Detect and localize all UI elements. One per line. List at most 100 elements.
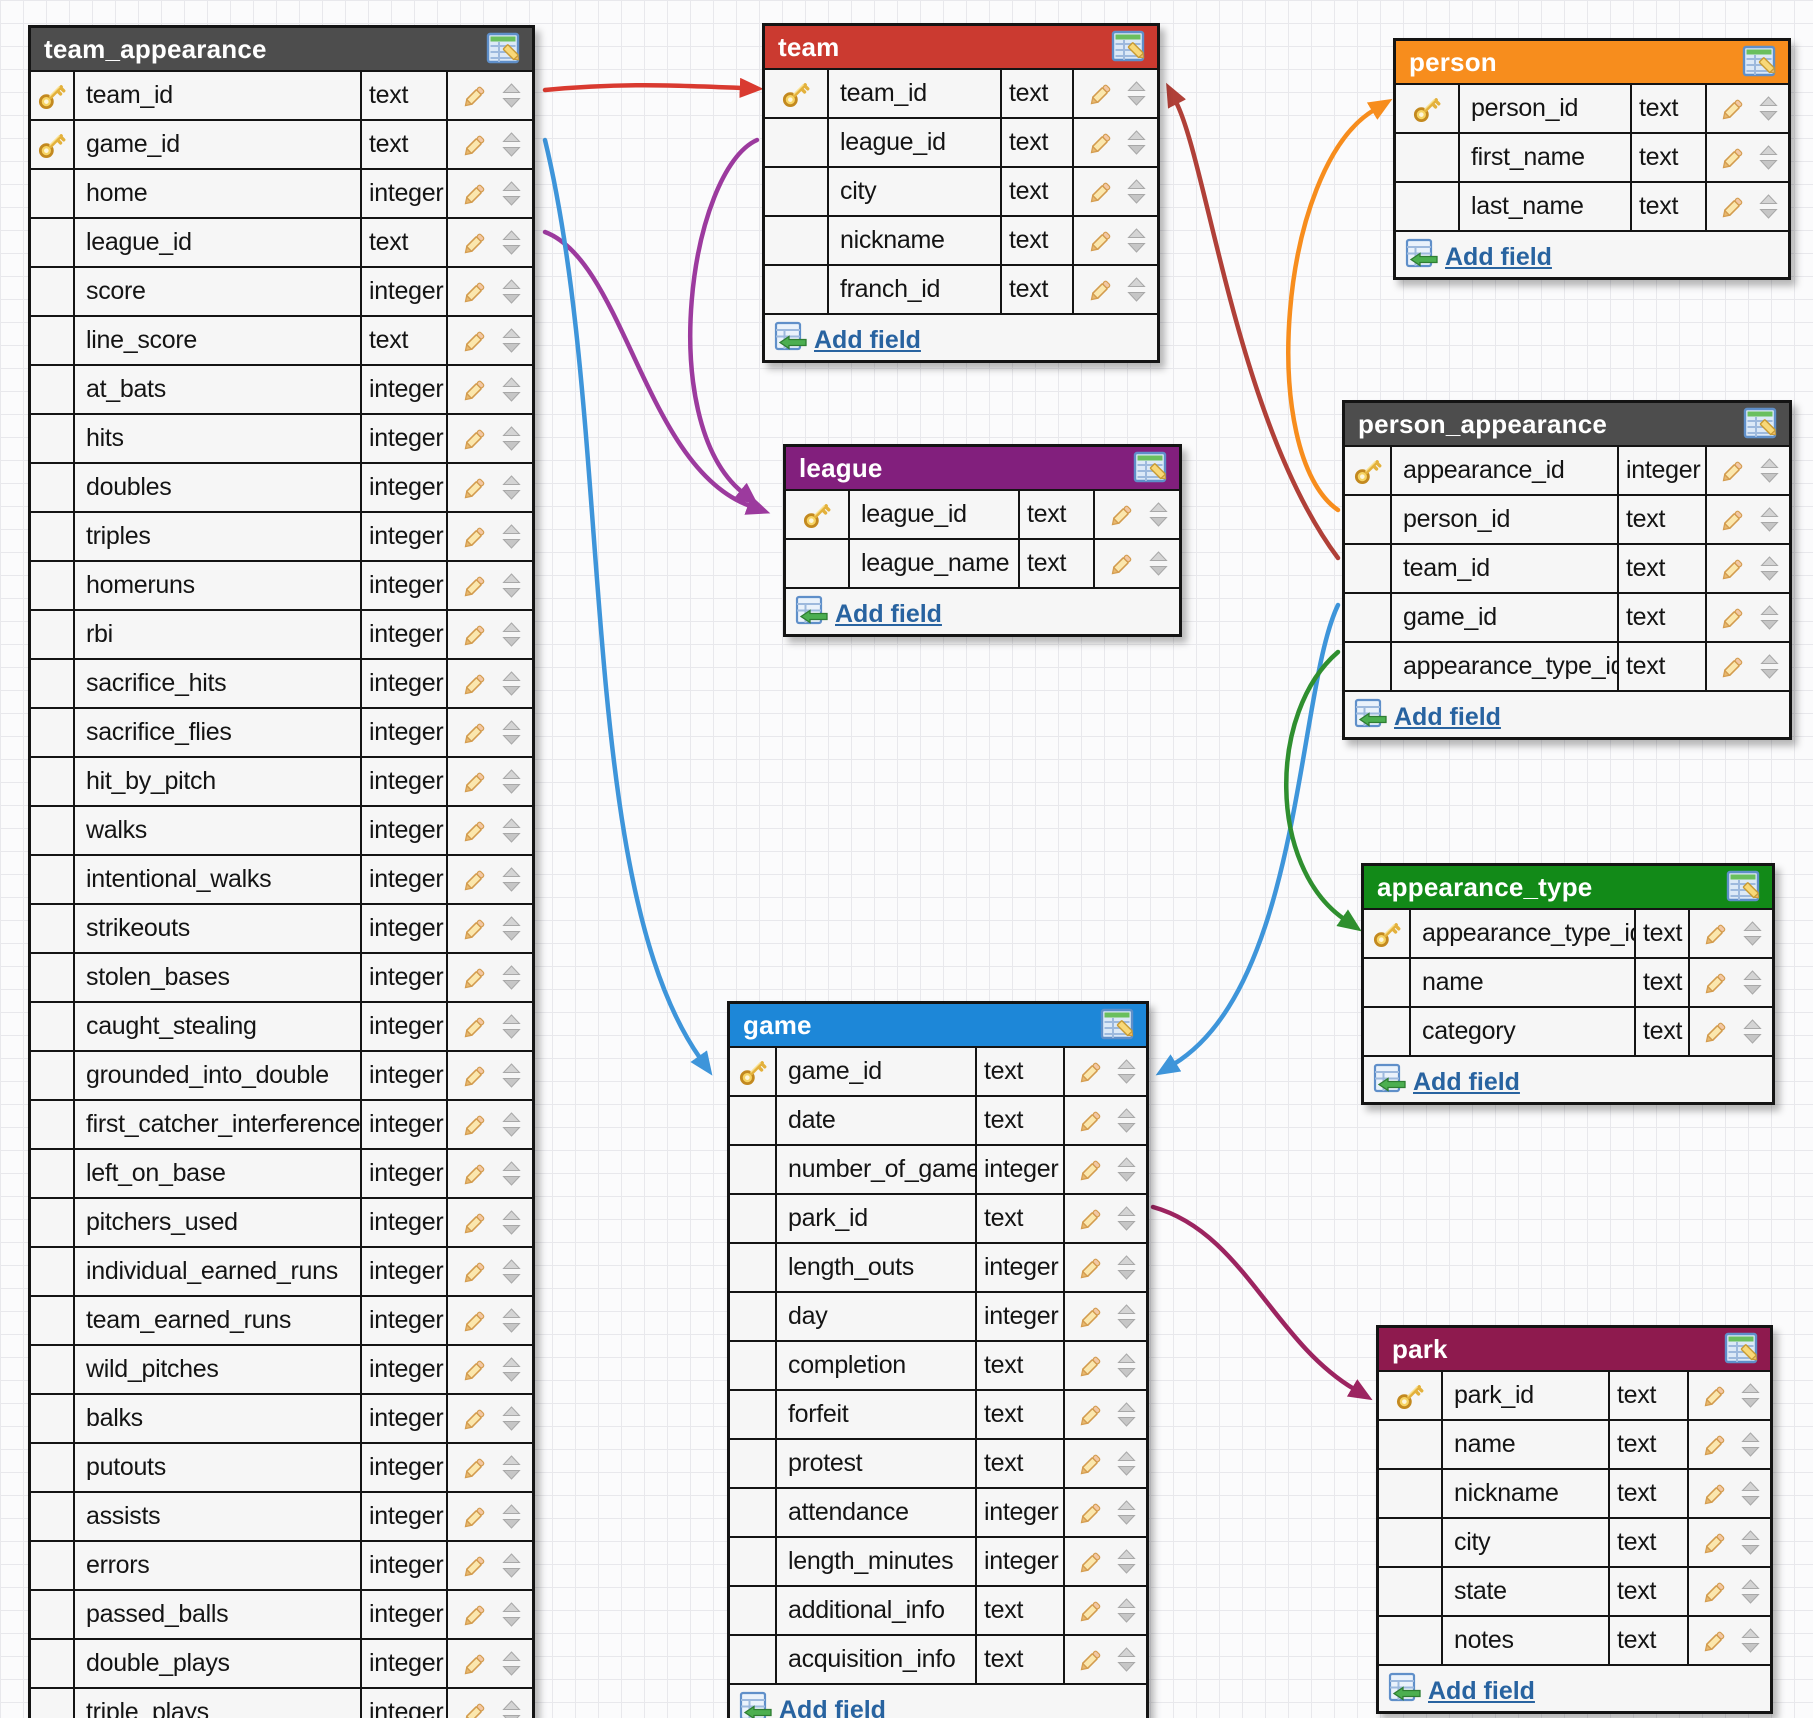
pencil-icon[interactable] — [1085, 78, 1117, 110]
pencil-icon[interactable] — [1075, 1497, 1107, 1529]
sort-arrows-icon[interactable] — [502, 1650, 521, 1677]
pencil-icon[interactable] — [459, 325, 491, 357]
sort-arrows-icon[interactable] — [1117, 1646, 1136, 1673]
sort-arrows-icon[interactable] — [1759, 653, 1779, 680]
sort-arrows-icon[interactable] — [1759, 555, 1779, 582]
pencil-icon[interactable] — [459, 1354, 491, 1386]
sort-arrows-icon[interactable] — [502, 278, 521, 305]
sort-arrows-icon[interactable] — [1742, 969, 1762, 996]
pencil-icon[interactable] — [1717, 142, 1749, 174]
pencil-icon[interactable] — [459, 1207, 491, 1239]
table-header-appearance_type[interactable]: appearance_type — [1364, 866, 1772, 908]
pencil-icon[interactable] — [459, 1305, 491, 1337]
sort-arrows-icon[interactable] — [502, 1503, 521, 1530]
pencil-icon[interactable] — [1717, 553, 1749, 585]
sort-arrows-icon[interactable] — [502, 915, 521, 942]
sort-arrows-icon[interactable] — [1117, 1401, 1136, 1428]
sort-arrows-icon[interactable] — [502, 523, 521, 550]
edit-table-icon[interactable] — [1743, 407, 1781, 441]
pencil-icon[interactable] — [459, 1011, 491, 1043]
pencil-icon[interactable] — [1085, 127, 1117, 159]
pencil-icon[interactable] — [459, 374, 491, 406]
pencil-icon[interactable] — [459, 472, 491, 504]
pencil-icon[interactable] — [459, 864, 491, 896]
sort-arrows-icon[interactable] — [1741, 1529, 1760, 1556]
add-field-link[interactable]: Add field — [774, 321, 921, 355]
pencil-icon[interactable] — [1700, 967, 1732, 999]
sort-arrows-icon[interactable] — [502, 82, 521, 109]
pencil-icon[interactable] — [459, 717, 491, 749]
sort-arrows-icon[interactable] — [1127, 178, 1146, 205]
pencil-icon[interactable] — [459, 1452, 491, 1484]
table-header-park[interactable]: park — [1379, 1328, 1770, 1370]
sort-arrows-icon[interactable] — [502, 572, 521, 599]
sort-arrows-icon[interactable] — [502, 1258, 521, 1285]
sort-arrows-icon[interactable] — [502, 768, 521, 795]
sort-arrows-icon[interactable] — [502, 1209, 521, 1236]
pencil-icon[interactable] — [1075, 1252, 1107, 1284]
pencil-icon[interactable] — [459, 913, 491, 945]
sort-arrows-icon[interactable] — [502, 1307, 521, 1334]
pencil-icon[interactable] — [1699, 1625, 1731, 1657]
sort-arrows-icon[interactable] — [1117, 1352, 1136, 1379]
add-field-link[interactable]: Add field — [795, 595, 942, 629]
pencil-icon[interactable] — [459, 962, 491, 994]
sort-arrows-icon[interactable] — [502, 1356, 521, 1383]
sort-arrows-icon[interactable] — [1117, 1450, 1136, 1477]
sort-arrows-icon[interactable] — [1117, 1303, 1136, 1330]
sort-arrows-icon[interactable] — [1127, 129, 1146, 156]
pencil-icon[interactable] — [1075, 1105, 1107, 1137]
sort-arrows-icon[interactable] — [502, 425, 521, 452]
sort-arrows-icon[interactable] — [502, 964, 521, 991]
pencil-icon[interactable] — [459, 1158, 491, 1190]
add-field-link[interactable]: Add field — [739, 1691, 886, 1718]
pencil-icon[interactable] — [459, 1501, 491, 1533]
sort-arrows-icon[interactable] — [502, 327, 521, 354]
sort-arrows-icon[interactable] — [1742, 1018, 1762, 1045]
sort-arrows-icon[interactable] — [502, 1699, 521, 1718]
pencil-icon[interactable] — [459, 1060, 491, 1092]
sort-arrows-icon[interactable] — [502, 180, 521, 207]
pencil-icon[interactable] — [459, 521, 491, 553]
add-field-table-icon[interactable] — [1354, 698, 1388, 729]
pencil-icon[interactable] — [1085, 225, 1117, 257]
sort-arrows-icon[interactable] — [1127, 80, 1146, 107]
sort-arrows-icon[interactable] — [502, 1454, 521, 1481]
sort-arrows-icon[interactable] — [502, 1405, 521, 1432]
edit-table-icon[interactable] — [1111, 30, 1149, 64]
sort-arrows-icon[interactable] — [1117, 1156, 1136, 1183]
pencil-icon[interactable] — [459, 1550, 491, 1582]
pencil-icon[interactable] — [459, 570, 491, 602]
pencil-icon[interactable] — [459, 129, 491, 161]
sort-arrows-icon[interactable] — [1117, 1107, 1136, 1134]
pencil-icon[interactable] — [1699, 1576, 1731, 1608]
pencil-icon[interactable] — [459, 815, 491, 847]
add-field-link[interactable]: Add field — [1373, 1063, 1520, 1097]
table-header-team_appearance[interactable]: team_appearance — [31, 28, 532, 70]
table-header-game[interactable]: game — [730, 1004, 1146, 1046]
sort-arrows-icon[interactable] — [502, 1111, 521, 1138]
edit-table-icon[interactable] — [486, 32, 524, 66]
pencil-icon[interactable] — [1075, 1350, 1107, 1382]
edit-table-icon[interactable] — [1724, 1332, 1762, 1366]
sort-arrows-icon[interactable] — [1127, 276, 1146, 303]
pencil-icon[interactable] — [459, 766, 491, 798]
edit-table-icon[interactable] — [1100, 1008, 1138, 1042]
pencil-icon[interactable] — [1075, 1301, 1107, 1333]
add-field-link[interactable]: Add field — [1388, 1672, 1535, 1706]
pencil-icon[interactable] — [1075, 1595, 1107, 1627]
sort-arrows-icon[interactable] — [502, 866, 521, 893]
add-field-table-icon[interactable] — [795, 595, 829, 626]
sort-arrows-icon[interactable] — [1759, 506, 1779, 533]
pencil-icon[interactable] — [1075, 1546, 1107, 1578]
sort-arrows-icon[interactable] — [1741, 1431, 1760, 1458]
sort-arrows-icon[interactable] — [1742, 920, 1762, 947]
sort-arrows-icon[interactable] — [502, 1062, 521, 1089]
edit-table-icon[interactable] — [1726, 870, 1764, 904]
pencil-icon[interactable] — [1075, 1644, 1107, 1676]
pencil-icon[interactable] — [1075, 1203, 1107, 1235]
sort-arrows-icon[interactable] — [1149, 501, 1168, 528]
